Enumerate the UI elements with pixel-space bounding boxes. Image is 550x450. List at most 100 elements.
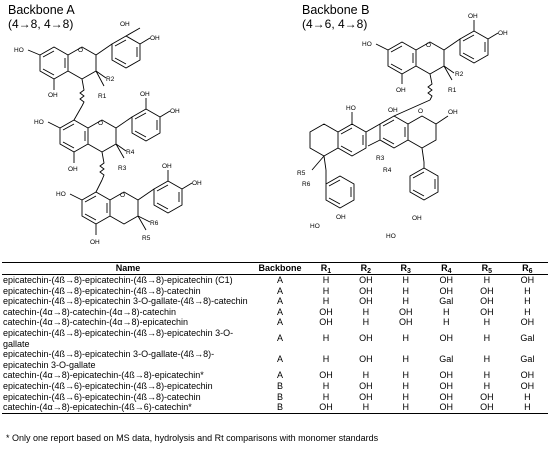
label-oh: OH [140,91,150,98]
cell-backbone: A [276,275,283,285]
label-o: O [426,42,431,49]
cell-r1: OH [319,306,333,317]
label-r6: R6 [302,181,311,188]
cell-r6: H [524,285,531,296]
backbone-a-unit-3 [69,170,193,235]
label-oh: OH [448,109,458,116]
backbone-b-unit-1 [375,20,499,101]
backbone-b-linkage: (4→6, 4→8) [302,17,368,31]
cell-r4: H [443,317,450,328]
label-oh: OH [48,92,58,99]
col-header-r6: R6 [506,262,548,275]
cell-r1: H [322,296,330,307]
cell-name: epicatechin-(4ß→6)-epicatechin-(4ß→8)-ep… [3,380,213,391]
label-o: O [98,120,103,127]
cell-name: catechin-(4α→8)-catechin-(4α→8)-epicatec… [3,317,188,328]
cell-r3: H [402,275,409,285]
cell-backbone: A [276,317,283,328]
label-r2: R2 [106,76,115,83]
cell-r4: OH [439,285,454,296]
col-header-r5: R5 [466,262,507,275]
cell-backbone: A [276,370,283,381]
label-oh: OH [68,166,78,173]
cell-r4: OH [439,333,454,344]
cell-r2: H [362,370,370,381]
cell-r5: OH [480,391,494,402]
label-oh: OH [150,35,160,42]
cell-r5: OH [480,285,494,296]
cell-r2: OH [359,354,373,365]
cell-r1: OH [319,317,333,328]
cell-backbone: A [276,354,283,365]
table-row: epicatechin-(4ß→8)-epicatechin 3-O-galla… [2,349,548,370]
structure-atom-labels: HO O OH OH R2 R1 OH HO O OH OH R4 R3 OH … [14,13,508,246]
label-ho: HO [14,47,24,54]
cell-r6: H [524,306,531,317]
label-oh: OH [468,13,478,20]
procyanidin-table: Name Backbone R1 R2 R3 R4 R5 R6 epicatec… [2,262,548,414]
cell-r1: H [322,380,330,391]
cell-backbone: B [276,380,283,391]
table-row: catechin-(4α→8)-catechin-(4α→8)-epicatec… [2,317,548,328]
cell-r5: H [483,275,491,285]
cell-backbone: B [276,391,283,402]
cell-name: epicatechin-(4ß→8)-epicatechin 3-O-galla… [3,349,215,370]
backbone-b-title: Backbone B [302,3,370,17]
cell-r5: OH [480,296,494,307]
table-row: epicatechin-(4ß→8)-epicatechin-(4ß→8)-ep… [2,328,548,349]
cell-r1: H [322,285,330,296]
cell-r1: H [322,275,330,285]
label-r1: R1 [448,87,457,94]
label-r3: R3 [118,165,127,172]
label-oh: OH [120,21,130,28]
backbone-b-unit-3 [367,99,449,201]
cell-r4: OH [439,370,454,381]
col-header-r1: R1 [306,262,346,275]
cell-name: catechin-(4α→8)-epicatechin-(4ß→8)-epica… [3,370,204,381]
cell-r6: OH [520,275,535,285]
backbone-a-linkage: (4→8, 4→8) [8,17,74,31]
footnote: * Only one report based on MS data, hydr… [6,433,379,443]
table-row: epicatechin-(4ß→8)-epicatechin-(4ß→8)-ep… [2,275,548,286]
cell-r3: H [385,402,426,414]
cell-backbone: A [276,285,283,296]
cell-r4: Gal [439,354,454,365]
label-oh: OH [192,180,202,187]
cell-r2: OH [359,296,373,307]
label-ho: HO [34,119,44,126]
label-ho: HO [386,233,396,240]
col-header-r4: R4 [425,262,467,275]
cell-r3: H [402,333,409,344]
table-row: catechin-(4α→8)-epicatechin-(4ß→8)-epica… [2,370,548,381]
cell-r5: H [483,317,491,328]
label-r4: R4 [126,149,135,156]
label-oh: OH [170,108,180,115]
table-row: epicatechin-(4ß→8)-epicatechin 3-O-galla… [2,296,548,307]
cell-r2: OH [359,275,373,285]
cell-r1: H [322,354,330,365]
table-row: epicatechin-(4ß→8)-epicatechin-(4ß→8)-ca… [2,286,548,297]
cell-r5: H [483,354,491,365]
cell-backbone: A [276,306,283,317]
label-o: O [120,192,125,199]
label-r4: R4 [383,167,392,174]
cell-r2: H [345,402,386,414]
cell-r4: OH [439,391,454,402]
cell-backbone: A [276,296,283,307]
backbone-a-unit-2 [47,98,171,181]
cell-r4: OH [439,380,454,391]
backbone-a-unit-1 [27,27,151,107]
col-header-r2: R2 [345,262,386,275]
label-oh: OH [90,239,100,246]
cell-r3: OH [398,306,413,317]
table-row: catechin-(4α→8)-epicatechin-(4ß→6)-catec… [2,402,548,414]
cell-r1: H [322,333,330,344]
cell-r5: OH [480,306,494,317]
cell-r2: H [362,317,370,328]
label-r5: R5 [142,235,151,242]
cell-r6: Gal [520,333,535,344]
label-ho: HO [56,191,66,198]
backbone-a-title: Backbone A [8,3,75,17]
cell-r5: H [483,333,491,344]
cell-r2: OH [359,285,373,296]
